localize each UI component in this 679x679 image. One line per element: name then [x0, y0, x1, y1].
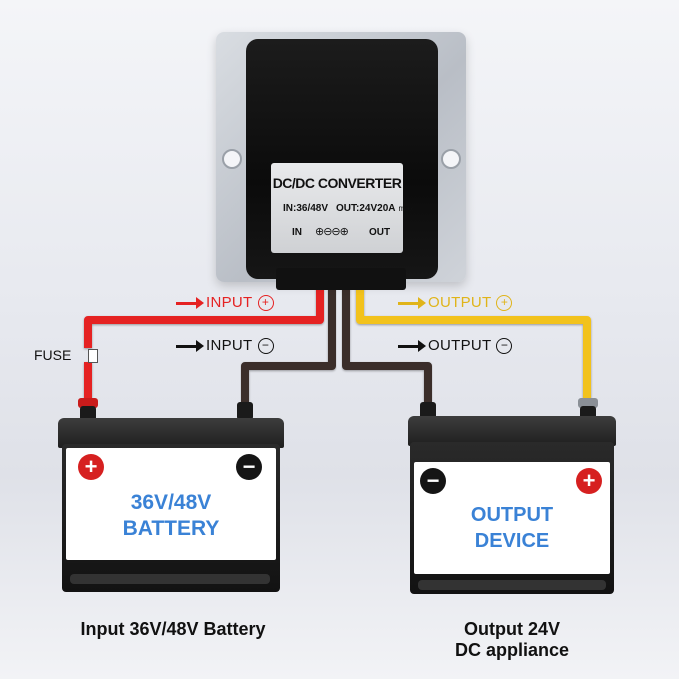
minus-icon: − [236, 454, 262, 480]
arrow-right-icon [398, 339, 426, 352]
mount-hole-left [222, 149, 242, 169]
output-positive-label: OUTPUT+ [398, 294, 513, 312]
arrow-right-icon [176, 296, 204, 309]
battery-positive-terminal [78, 398, 98, 408]
converter-out-text: OUT [369, 227, 391, 238]
terminal-symbols: ⊕⊖⊖⊕ [315, 226, 349, 238]
device-base [418, 580, 606, 590]
input-battery-caption: Input 36V/48V Battery [80, 619, 266, 639]
converter-title: DC/DC CONVERTER [272, 175, 402, 191]
input-battery-face: + − 36V/48V BATTERY [66, 448, 276, 560]
output-device-face: − + OUTPUT DEVICE [414, 462, 610, 574]
plus-icon: + [496, 295, 513, 312]
minus-icon: − [496, 338, 513, 355]
caption-line-2: DC appliance [454, 640, 570, 660]
arrow-right-icon [176, 339, 204, 352]
battery-base [70, 574, 270, 584]
output-positive-wire [356, 286, 591, 400]
converter-cable-exit [276, 268, 406, 290]
battery-name-text: BATTERY [122, 517, 220, 540]
max-text: max [398, 204, 414, 213]
output-spec: OUT:24V20A [336, 203, 396, 214]
battery-top [58, 418, 284, 448]
fuse-label: FUSE [34, 347, 72, 363]
input-negative-wire [241, 286, 336, 402]
plus-icon: + [78, 454, 104, 480]
input-spec: IN:36/48V [283, 203, 329, 214]
input-positive-label: INPUT+ [176, 294, 274, 312]
arrow-right-icon [398, 296, 426, 309]
input-negative-label: INPUT− [176, 337, 274, 355]
plus-icon: + [257, 295, 274, 312]
caption-line-1: Output 24V [463, 619, 560, 639]
input-positive-wire [84, 286, 324, 400]
output-negative-label: OUTPUT− [398, 337, 513, 355]
device-line1-text: OUTPUT [470, 504, 554, 526]
battery-negative-post [237, 402, 253, 420]
device-top [408, 416, 616, 446]
output-negative-wire [342, 286, 432, 402]
battery-voltage-text: 36V/48V [130, 491, 212, 514]
mount-hole-right [441, 149, 461, 169]
output-device-caption: Output 24V DC appliance [410, 619, 614, 661]
device-line2-text: DEVICE [474, 530, 550, 552]
minus-icon: − [420, 468, 446, 494]
plus-icon: + [576, 468, 602, 494]
converter-in-text: IN [292, 227, 302, 238]
fuse-icon [88, 349, 98, 363]
minus-icon: − [257, 338, 274, 355]
device-positive-terminal [578, 398, 598, 408]
device-negative-post [420, 402, 436, 420]
